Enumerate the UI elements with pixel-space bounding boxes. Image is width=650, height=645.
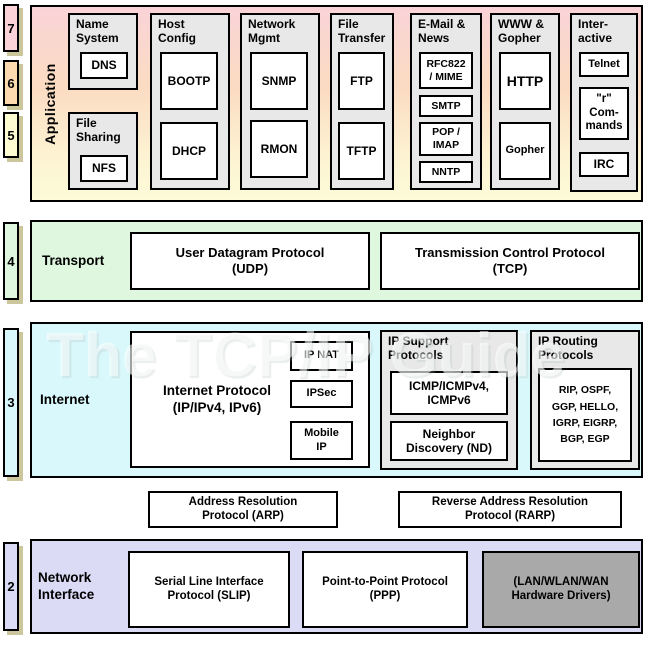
box-http: HTTP (499, 52, 551, 110)
box-bootp: BOOTP (160, 52, 218, 110)
internet-layer-label: Internet (40, 391, 90, 407)
box-icmp: ICMP/ICMPv4, ICMPv6 (390, 371, 508, 415)
box-ip-nat: IP NAT (290, 341, 353, 371)
group-title: Host Config (158, 17, 196, 45)
transport-layer-label: Transport (42, 252, 105, 268)
layer-badge-7: 7 (3, 4, 19, 52)
box-ppp: Point-to-Point Protocol (PPP) (302, 551, 468, 628)
box-arp: Address Resolution Protocol (ARP) (148, 491, 338, 528)
group-title: IP Routing Protocols (538, 334, 598, 362)
box-r-commands: "r" Com- mands (579, 87, 629, 140)
box-neighbor-discovery: Neighbor Discovery (ND) (390, 421, 508, 461)
layer-badge-6: 6 (3, 60, 19, 106)
network-interface-layer-label: Network Interface (38, 570, 95, 602)
group-title: Network Mgmt (248, 17, 296, 45)
box-lan-wlan-wan-hardware: (LAN/WLAN/WAN Hardware Drivers) (482, 551, 640, 628)
layer-badge-3: 3 (3, 328, 19, 477)
box-irc: IRC (579, 152, 629, 177)
box-dhcp: DHCP (160, 122, 218, 180)
box-smtp: SMTP (419, 95, 473, 117)
application-layer-label: Application (42, 62, 59, 145)
group-title: File Transfer (338, 17, 386, 45)
layer-badge-2: 2 (3, 542, 19, 631)
box-routing-protocols-list: RIP, OSPF, GGP, HELLO, IGRP, EIGRP, BGP,… (538, 368, 632, 462)
box-slip: Serial Line Interface Protocol (SLIP) (128, 551, 290, 628)
box-snmp: SNMP (250, 52, 308, 110)
group-title: WWW & Gopher (498, 17, 544, 45)
box-gopher: Gopher (499, 122, 551, 180)
box-mobile-ip: Mobile IP (290, 421, 353, 460)
group-title: Name System (76, 17, 119, 45)
box-rmon: RMON (250, 120, 308, 178)
layer-badge-4: 4 (3, 222, 19, 300)
box-ipsec: IPSec (290, 380, 353, 408)
box-udp: User Datagram Protocol (UDP) (130, 232, 370, 290)
box-tftp: TFTP (338, 122, 385, 180)
box-telnet: Telnet (579, 52, 629, 77)
box-dns: DNS (80, 52, 128, 79)
box-rfc822-mime: RFC822 / MIME (419, 52, 473, 89)
box-rarp: Reverse Address Resolution Protocol (RAR… (398, 491, 622, 528)
box-nfs: NFS (80, 155, 128, 182)
box-tcp: Transmission Control Protocol (TCP) (380, 232, 640, 290)
internet-protocol-label: Internet Protocol (IP/IPv4, IPv6) (162, 383, 271, 415)
group-title: File Sharing (76, 116, 121, 144)
layer-badge-5: 5 (3, 112, 19, 158)
group-title: Inter- active (578, 17, 613, 45)
box-pop-imap: POP / IMAP (419, 122, 473, 156)
group-title: IP Support Protocols (388, 334, 449, 362)
group-title: E-Mail & News (418, 17, 466, 45)
box-nntp: NNTP (419, 161, 473, 183)
box-ftp: FTP (338, 52, 385, 110)
